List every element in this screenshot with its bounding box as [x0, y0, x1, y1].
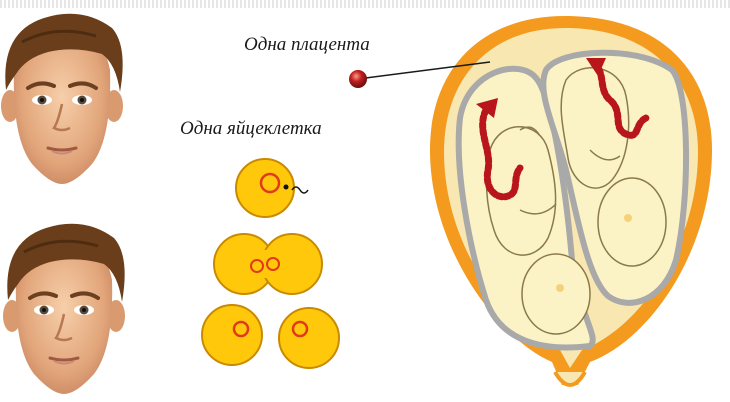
placenta-label: Одна плацента [244, 34, 370, 56]
face-icon-top [1, 14, 123, 184]
two-cell-icon [214, 234, 322, 294]
zygote-icon [236, 159, 308, 217]
face-icon-bottom [3, 224, 125, 394]
split-cells-icon [202, 305, 339, 368]
placenta-marker-icon [349, 70, 367, 88]
egg-label: Одна яйцеклетка [180, 118, 322, 140]
